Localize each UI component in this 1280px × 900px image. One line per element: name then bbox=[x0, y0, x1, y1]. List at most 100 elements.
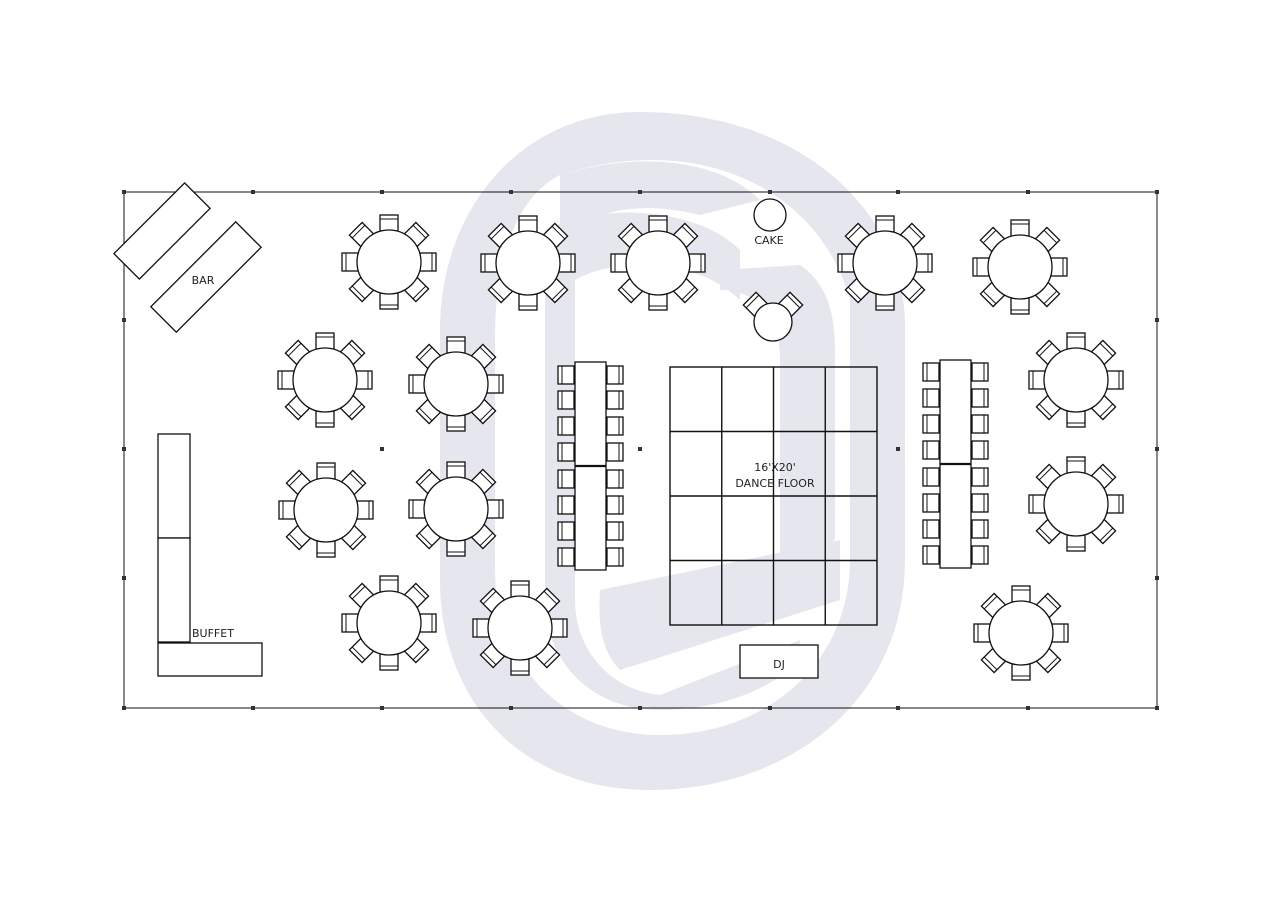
chair[interactable] bbox=[472, 618, 490, 638]
chair[interactable] bbox=[1066, 332, 1086, 350]
chair[interactable] bbox=[971, 545, 989, 565]
chair[interactable] bbox=[341, 252, 359, 272]
chair[interactable] bbox=[316, 540, 336, 558]
bar-counter[interactable] bbox=[112, 181, 263, 334]
chair[interactable] bbox=[606, 365, 624, 385]
chair[interactable] bbox=[915, 253, 933, 273]
banquet-table[interactable] bbox=[922, 359, 989, 569]
chair[interactable] bbox=[971, 362, 989, 382]
chair[interactable] bbox=[356, 500, 374, 520]
chair[interactable] bbox=[606, 469, 624, 489]
chair[interactable] bbox=[557, 442, 575, 462]
chair[interactable] bbox=[971, 467, 989, 487]
banquet-table[interactable] bbox=[557, 361, 624, 571]
chair[interactable] bbox=[837, 253, 855, 273]
chair[interactable] bbox=[648, 215, 668, 233]
chair[interactable] bbox=[875, 215, 895, 233]
chair[interactable] bbox=[972, 257, 990, 277]
chair[interactable] bbox=[1066, 534, 1086, 552]
chair[interactable] bbox=[419, 613, 437, 633]
chair[interactable] bbox=[446, 461, 466, 479]
chair[interactable] bbox=[922, 414, 940, 434]
chair[interactable] bbox=[558, 253, 576, 273]
chair[interactable] bbox=[446, 336, 466, 354]
chair[interactable] bbox=[875, 293, 895, 311]
chair[interactable] bbox=[415, 398, 442, 425]
chair[interactable] bbox=[971, 414, 989, 434]
chair[interactable] bbox=[355, 370, 373, 390]
dance-floor[interactable] bbox=[669, 366, 878, 626]
chair[interactable] bbox=[971, 493, 989, 513]
bar-segment[interactable] bbox=[112, 181, 212, 281]
chair[interactable] bbox=[557, 365, 575, 385]
chair[interactable] bbox=[610, 253, 628, 273]
chair[interactable] bbox=[315, 332, 335, 350]
chair[interactable] bbox=[648, 293, 668, 311]
chair[interactable] bbox=[557, 547, 575, 567]
chair[interactable] bbox=[1106, 370, 1124, 390]
chair[interactable] bbox=[480, 253, 498, 273]
chair[interactable] bbox=[1035, 647, 1062, 674]
dj-booth[interactable] bbox=[739, 644, 819, 679]
chair[interactable] bbox=[557, 495, 575, 515]
chair[interactable] bbox=[606, 495, 624, 515]
buffet-tables[interactable] bbox=[157, 433, 263, 677]
chair[interactable] bbox=[419, 252, 437, 272]
chair[interactable] bbox=[316, 462, 336, 480]
chair[interactable] bbox=[606, 390, 624, 410]
chair[interactable] bbox=[922, 362, 940, 382]
chair[interactable] bbox=[557, 416, 575, 436]
round-table[interactable] bbox=[837, 215, 933, 311]
sweetheart-table[interactable] bbox=[742, 291, 804, 342]
chair[interactable] bbox=[688, 253, 706, 273]
round-table[interactable] bbox=[480, 215, 576, 311]
chair[interactable] bbox=[844, 277, 871, 304]
chair[interactable] bbox=[446, 539, 466, 557]
chair[interactable] bbox=[922, 388, 940, 408]
chair[interactable] bbox=[1028, 370, 1046, 390]
chair[interactable] bbox=[606, 521, 624, 541]
cake-table[interactable] bbox=[753, 198, 787, 232]
chair[interactable] bbox=[1066, 456, 1086, 474]
chair[interactable] bbox=[518, 293, 538, 311]
chair[interactable] bbox=[379, 653, 399, 671]
chair[interactable] bbox=[486, 499, 504, 519]
chair[interactable] bbox=[973, 623, 991, 643]
round-table[interactable] bbox=[278, 462, 374, 558]
chair[interactable] bbox=[922, 545, 940, 565]
round-table[interactable] bbox=[610, 215, 706, 311]
chair[interactable] bbox=[379, 214, 399, 232]
chair[interactable] bbox=[1028, 494, 1046, 514]
chair[interactable] bbox=[922, 519, 940, 539]
chair[interactable] bbox=[277, 370, 295, 390]
round-table[interactable] bbox=[408, 461, 504, 557]
chair[interactable] bbox=[1090, 463, 1117, 490]
round-table[interactable] bbox=[973, 585, 1069, 681]
chair[interactable] bbox=[971, 519, 989, 539]
chair[interactable] bbox=[1106, 494, 1124, 514]
chair[interactable] bbox=[922, 467, 940, 487]
chair[interactable] bbox=[971, 388, 989, 408]
chair[interactable] bbox=[278, 500, 296, 520]
round-table[interactable] bbox=[408, 336, 504, 432]
chair[interactable] bbox=[922, 440, 940, 460]
chair[interactable] bbox=[922, 493, 940, 513]
chair[interactable] bbox=[446, 414, 466, 432]
chair[interactable] bbox=[550, 618, 568, 638]
round-table[interactable] bbox=[1028, 332, 1124, 428]
round-table[interactable] bbox=[341, 214, 437, 310]
round-table[interactable] bbox=[472, 580, 568, 676]
chair[interactable] bbox=[379, 292, 399, 310]
bar-segment[interactable] bbox=[149, 220, 263, 334]
chair[interactable] bbox=[1051, 623, 1069, 643]
chair[interactable] bbox=[1010, 297, 1030, 315]
round-table[interactable] bbox=[277, 332, 373, 428]
buffet-table[interactable] bbox=[157, 537, 191, 643]
chair[interactable] bbox=[971, 440, 989, 460]
chair[interactable] bbox=[341, 613, 359, 633]
chair[interactable] bbox=[408, 499, 426, 519]
chair[interactable] bbox=[408, 374, 426, 394]
chair[interactable] bbox=[1011, 585, 1031, 603]
chair[interactable] bbox=[606, 442, 624, 462]
chair[interactable] bbox=[606, 416, 624, 436]
